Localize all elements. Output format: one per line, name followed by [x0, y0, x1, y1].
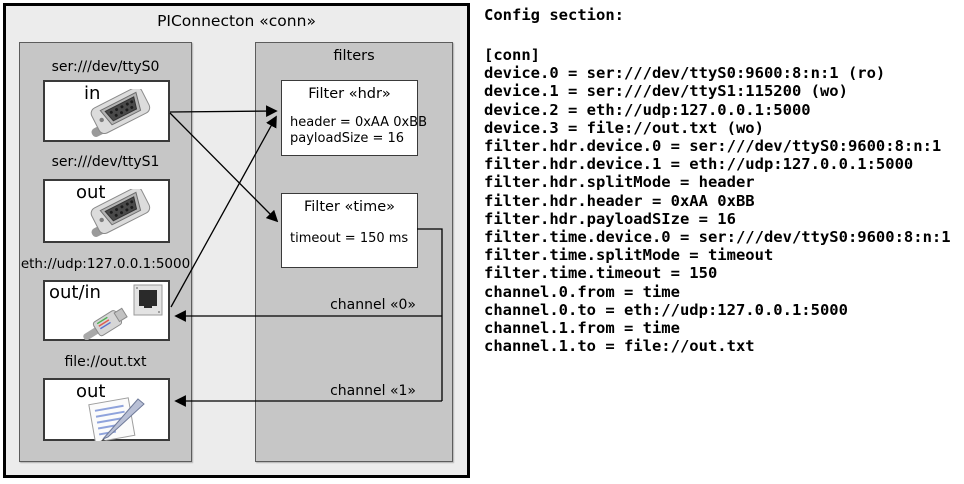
filters-panel: filters Filter «hdr» header = 0xAA 0xBB … [255, 42, 453, 462]
config-line: channel.1.to = file://out.txt [484, 337, 755, 356]
config-line: filter.hdr.header = 0xAA 0xBB [484, 191, 755, 210]
config-line: [conn] [484, 46, 540, 64]
serial-connector-icon [90, 189, 151, 237]
ethernet-connector-icon [83, 284, 163, 340]
device-direction: out [76, 182, 106, 203]
filter-hdr-attr-header: header = 0xAA 0xBB [290, 115, 428, 130]
config-line: device.2 = eth://udp:127.0.0.1:5000 [484, 100, 811, 119]
device-box-ttyS0: in [43, 80, 170, 142]
config-line: channel.0.from = time [484, 282, 680, 301]
config-line: channel.1.from = time [484, 319, 680, 338]
device-box-ttyS1: out [43, 179, 170, 243]
filter-hdr-title: Filter «hdr» [308, 86, 391, 102]
config-line: device.1 = ser:///dev/ttyS1:115200 (wo) [484, 82, 848, 101]
config-line: filter.time.timeout = 150 [484, 264, 718, 283]
config-line: filter.hdr.device.1 = eth://udp:127.0.0.… [484, 155, 914, 174]
device-direction: out/in [49, 282, 101, 303]
config-line: device.0 = ser:///dev/ttyS0:9600:8:n:1 (… [484, 64, 886, 83]
device-label-eth: eth://udp:127.0.0.1:5000 [20, 256, 191, 272]
serial-connector-icon [90, 89, 151, 137]
filter-hdr-attr-payload: payloadSize = 16 [290, 131, 405, 146]
config-line: filter.hdr.payloadSIze = 16 [484, 209, 736, 228]
channel-1-label: channel «1» [330, 383, 416, 399]
config-line: filter.hdr.device.0 = ser:///dev/ttyS0:9… [484, 137, 942, 156]
filter-hdr-box: Filter «hdr» header = 0xAA 0xBB payloadS… [281, 80, 427, 156]
config-line: filter.time.device.0 = ser:///dev/ttyS0:… [484, 228, 951, 247]
config-heading: Config section: [484, 6, 624, 24]
notepad-pencil-icon [88, 397, 145, 441]
filter-time-box: Filter «time» timeout = 150 ms [281, 193, 418, 268]
filter-time-title: Filter «time» [303, 199, 396, 215]
config-line: channel.0.to = eth://udp:127.0.0.1:5000 [484, 300, 848, 319]
filter-time-attr-timeout: timeout = 150 ms [290, 231, 409, 246]
config-line: filter.time.splitMode = timeout [484, 246, 774, 265]
device-direction: out [76, 381, 106, 402]
devices-panel: ser:///dev/ttyS0 in [19, 42, 192, 462]
device-direction: in [84, 83, 101, 104]
config-line: device.3 = file://out.txt (wo) [484, 118, 764, 137]
device-label-file: file://out.txt [64, 354, 147, 370]
device-label-ttyS0: ser:///dev/ttyS0 [51, 59, 160, 75]
config-lines: [conn] device.0 = ser:///dev/ttyS0:9600:… [484, 46, 951, 355]
device-box-eth: out/in [43, 280, 170, 341]
device-box-file: out [43, 378, 170, 441]
config-line: filter.hdr.splitMode = header [484, 173, 755, 192]
channel-0-label: channel «0» [330, 297, 416, 313]
device-label-ttyS1: ser:///dev/ttyS1 [51, 154, 160, 170]
diagram-title: PIConnecton «conn» [157, 12, 316, 30]
connection-diagram: PIConnecton «conn» ser:///dev/ttyS0 in [3, 3, 470, 478]
filters-panel-title: filters [333, 48, 375, 64]
